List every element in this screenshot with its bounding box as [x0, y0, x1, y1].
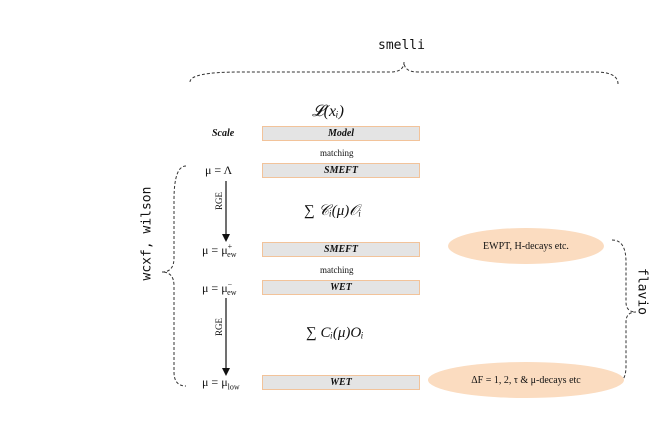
- model-box: Model: [262, 126, 420, 141]
- flavio-label: flavio: [634, 268, 650, 315]
- matching-label-top: matching: [320, 148, 354, 158]
- scale-lambda: μ = Λ: [205, 163, 233, 177]
- lagrangian-label: 𝓛(xᵢ): [312, 103, 344, 120]
- scale-ew-plus: μ = μ+ew: [202, 242, 237, 260]
- wet-box-ew: WET: [262, 280, 420, 295]
- ewpt-ellipse: EWPT, H-decays etc.: [448, 228, 604, 264]
- smelli-label: smelli: [378, 38, 425, 53]
- delta-f-ellipse: ΔF = 1, 2, τ & μ-decays etc: [428, 362, 624, 398]
- flavio-brace: [611, 239, 637, 385]
- rge-arrowhead-top: [222, 234, 230, 242]
- rge-label-bottom: RGE: [214, 318, 224, 336]
- scale-ew-minus: μ = μ−ew: [202, 280, 237, 298]
- sum-wet: ∑ Cᵢ(μ)Oᵢ: [306, 325, 364, 341]
- smeft-box-top: SMEFT: [262, 163, 420, 178]
- matching-label-mid: matching: [320, 265, 354, 275]
- wet-box-low: WET: [262, 375, 420, 390]
- wcxf-brace: [161, 165, 187, 387]
- smelli-brace: [189, 61, 619, 85]
- smeft-box-ew: SMEFT: [262, 242, 420, 257]
- sum-smeft: ∑ 𝒞ᵢ(μ)𝒪ᵢ: [304, 203, 362, 219]
- rge-label-top: RGE: [214, 192, 224, 210]
- scale-label: Scale: [212, 128, 235, 139]
- rge-arrowhead-bottom: [222, 368, 230, 376]
- scale-low: μ = μlow: [202, 375, 240, 392]
- wcxf-wilson-label: wcxf, wilson: [139, 186, 155, 281]
